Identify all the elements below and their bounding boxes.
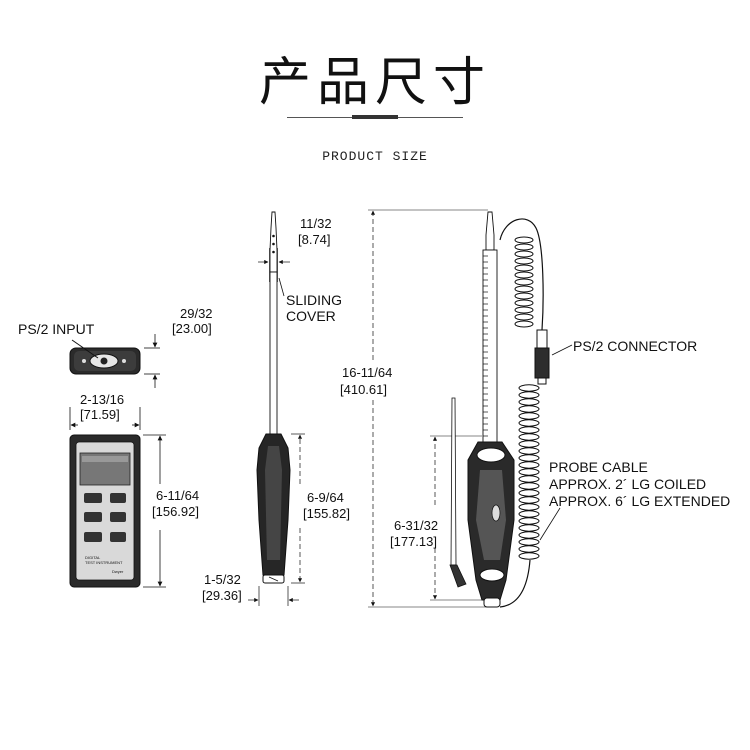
coil-loop [518,468,540,476]
page-subtitle: PRODUCT SIZE [322,149,428,164]
coil-loop [518,531,540,539]
coil-loop [518,538,540,546]
coil-loop [518,489,540,497]
coil-loop [514,285,534,293]
tip-mm-label: [8.74] [298,232,331,247]
meter-button-6 [110,532,126,542]
sliding-cover-label-1: SLIDING [286,292,342,308]
meter-button-2 [110,493,126,503]
sliding-cover-leader [278,277,285,297]
coil-loop [514,292,534,300]
meter-button-4 [110,512,126,522]
total-mm-label: [410.61] [340,382,387,397]
coil-loop [514,278,534,286]
coil-loop [518,524,540,532]
coil-loop [518,447,540,455]
coil-loop [514,299,534,307]
probe-cable-coiled-label: APPROX. 2´ LG COILED [549,476,706,492]
coil-loop [518,517,540,525]
coil-loop [518,482,540,490]
coil-loop [518,503,540,511]
cable-coil-loops [514,236,540,560]
meter-button-3 [84,512,102,522]
total-inch-label: 16-11/64 [342,365,392,380]
coil-loop [514,271,534,279]
coil-loop [514,236,534,244]
coil-loop [518,426,540,434]
coil-loop [514,313,534,321]
title-underline-accent [352,115,398,119]
probe-cable-leader [539,507,561,541]
coil-loop [514,257,534,265]
coil-loop [518,461,540,469]
width-inch-label: 2-13/16 [80,392,124,407]
depth-mm-label: [23.00] [172,321,212,336]
meter-top-view [69,347,141,375]
meter-face-text-2: TEST INSTRUMENT [85,560,123,565]
assembly-probe [467,211,515,608]
coil-loop [518,433,540,441]
probe-side-view [256,211,291,584]
base-mm-label: [29.36] [202,588,242,603]
coil-loop [518,412,540,420]
coil-loop [514,306,534,314]
coil-loop [518,419,540,427]
coil-loop [514,243,534,251]
ps2-connector [534,329,550,385]
handle-mm-label: [155.82] [303,506,350,521]
meter-brand-logo: Dwyer [112,569,124,574]
loose-probe [449,397,467,588]
height-mm-label: [156.92] [152,504,199,519]
probe-scale-ticks [483,255,488,437]
meter-button-5 [84,532,102,542]
ps2-connector-label: PS/2 CONNECTOR [573,338,697,354]
coil-loop [518,405,540,413]
coil-loop [514,264,534,272]
assy-handle-mm-label: [177.13] [390,534,437,549]
base-inch-label: 1-5/32 [204,572,241,587]
coil-loop [518,454,540,462]
meter-button-1 [84,493,102,503]
depth-inch-label: 29/32 [180,306,213,321]
assy-handle-inch-label: 6-31/32 [394,518,438,533]
coil-loop [518,545,540,553]
ps2-input-leader [71,339,99,359]
meter-front-view: DIGITAL TEST INSTRUMENT Dwyer [69,434,141,588]
height-inch-label: 6-11/64 [156,488,199,503]
probe-cable-label: PROBE CABLE [549,459,648,475]
coil-loop [518,391,540,399]
page-title: 产品尺寸 [258,53,491,113]
coil-loop [518,496,540,504]
coil-loop [518,552,540,560]
coil-loop [518,475,540,483]
coiled-cable [499,218,544,608]
tip-inch-label: 11/32 [300,216,332,231]
coil-loop [518,510,540,518]
coil-loop [514,250,534,258]
coil-loop [518,398,540,406]
handle-inch-label: 6-9/64 [307,490,344,505]
probe-cable-extended-label: APPROX. 6´ LG EXTENDED [549,493,730,509]
width-mm-label: [71.59] [80,407,120,422]
ps2-input-label: PS/2 INPUT [18,321,95,337]
coil-loop [514,320,534,328]
sliding-cover-label-2: COVER [286,308,336,324]
ps2-connector-leader [551,344,573,356]
meter-face-text-1: DIGITAL [85,555,101,560]
coil-loop [518,440,540,448]
coil-loop [518,384,540,392]
